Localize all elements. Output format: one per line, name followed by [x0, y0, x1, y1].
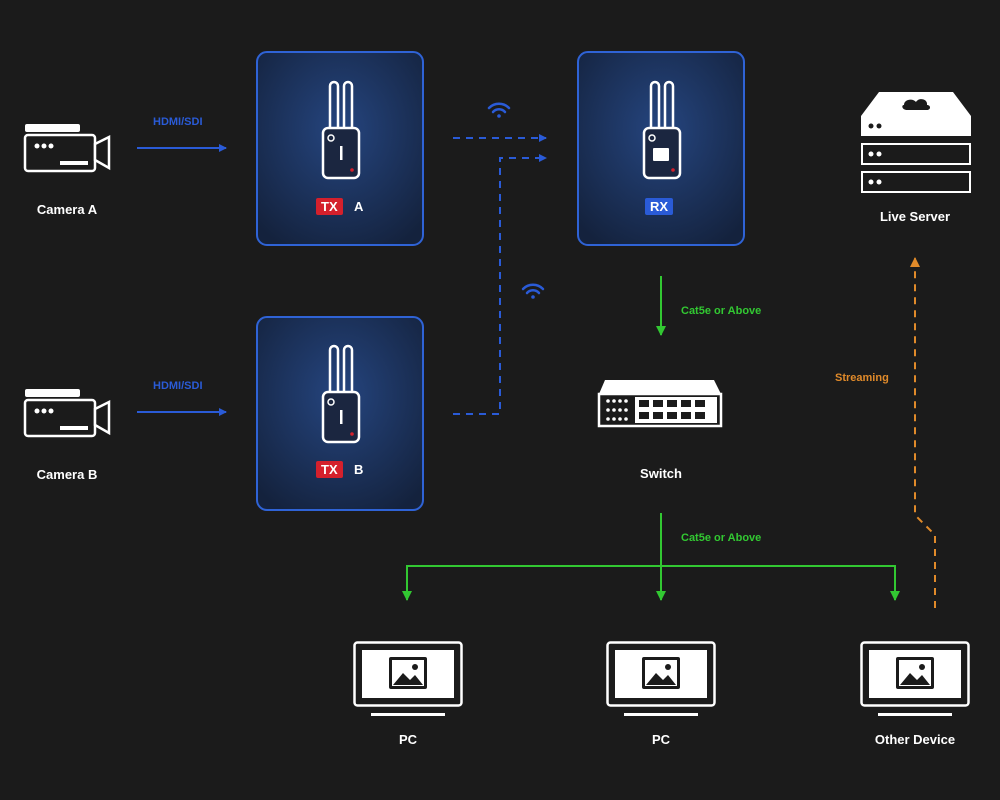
other-device-label: Other Device — [874, 732, 956, 747]
tx-b-tag: TX — [316, 461, 343, 478]
transmitter-a-icon — [321, 80, 361, 180]
streaming-line — [910, 257, 936, 608]
tx-a-tag: TX — [316, 198, 343, 215]
rx-tag: RX — [645, 198, 674, 215]
rx-switch-label: Cat5e or Above — [681, 305, 762, 317]
pc1-label: PC — [398, 732, 418, 747]
streaming-label: Streaming — [835, 372, 889, 384]
monitor-icon — [606, 641, 716, 716]
switch-label: Switch — [640, 466, 682, 481]
hdmi-a-label: HDMI/SDI — [153, 116, 203, 128]
image-icon — [389, 657, 427, 689]
camera-b-label: Camera B — [36, 467, 98, 482]
switch-devices-label: Cat5e or Above — [681, 532, 762, 544]
tx-b-wireless-link — [453, 154, 547, 415]
wifi-icon — [521, 283, 545, 299]
monitor-icon — [353, 641, 463, 716]
wifi-icon — [487, 102, 511, 118]
switch-to-pc1-line — [402, 565, 661, 601]
image-icon — [896, 657, 934, 689]
live-server-label: Live Server — [879, 209, 951, 224]
switch-icon — [597, 380, 723, 428]
receiver-icon — [642, 80, 682, 180]
camera-a-label: Camera A — [36, 202, 98, 217]
image-icon — [642, 657, 680, 689]
tx-a-suffix: A — [354, 199, 364, 214]
transmitter-b-icon — [321, 344, 361, 444]
switch-to-other-line — [661, 565, 900, 601]
camera-a-icon — [23, 124, 111, 173]
server-icon — [861, 92, 971, 193]
monitor-icon — [860, 641, 970, 716]
pc2-label: PC — [651, 732, 671, 747]
tx-b-suffix: B — [354, 462, 364, 477]
camera-b-icon — [23, 389, 111, 438]
hdmi-b-label: HDMI/SDI — [153, 380, 203, 392]
